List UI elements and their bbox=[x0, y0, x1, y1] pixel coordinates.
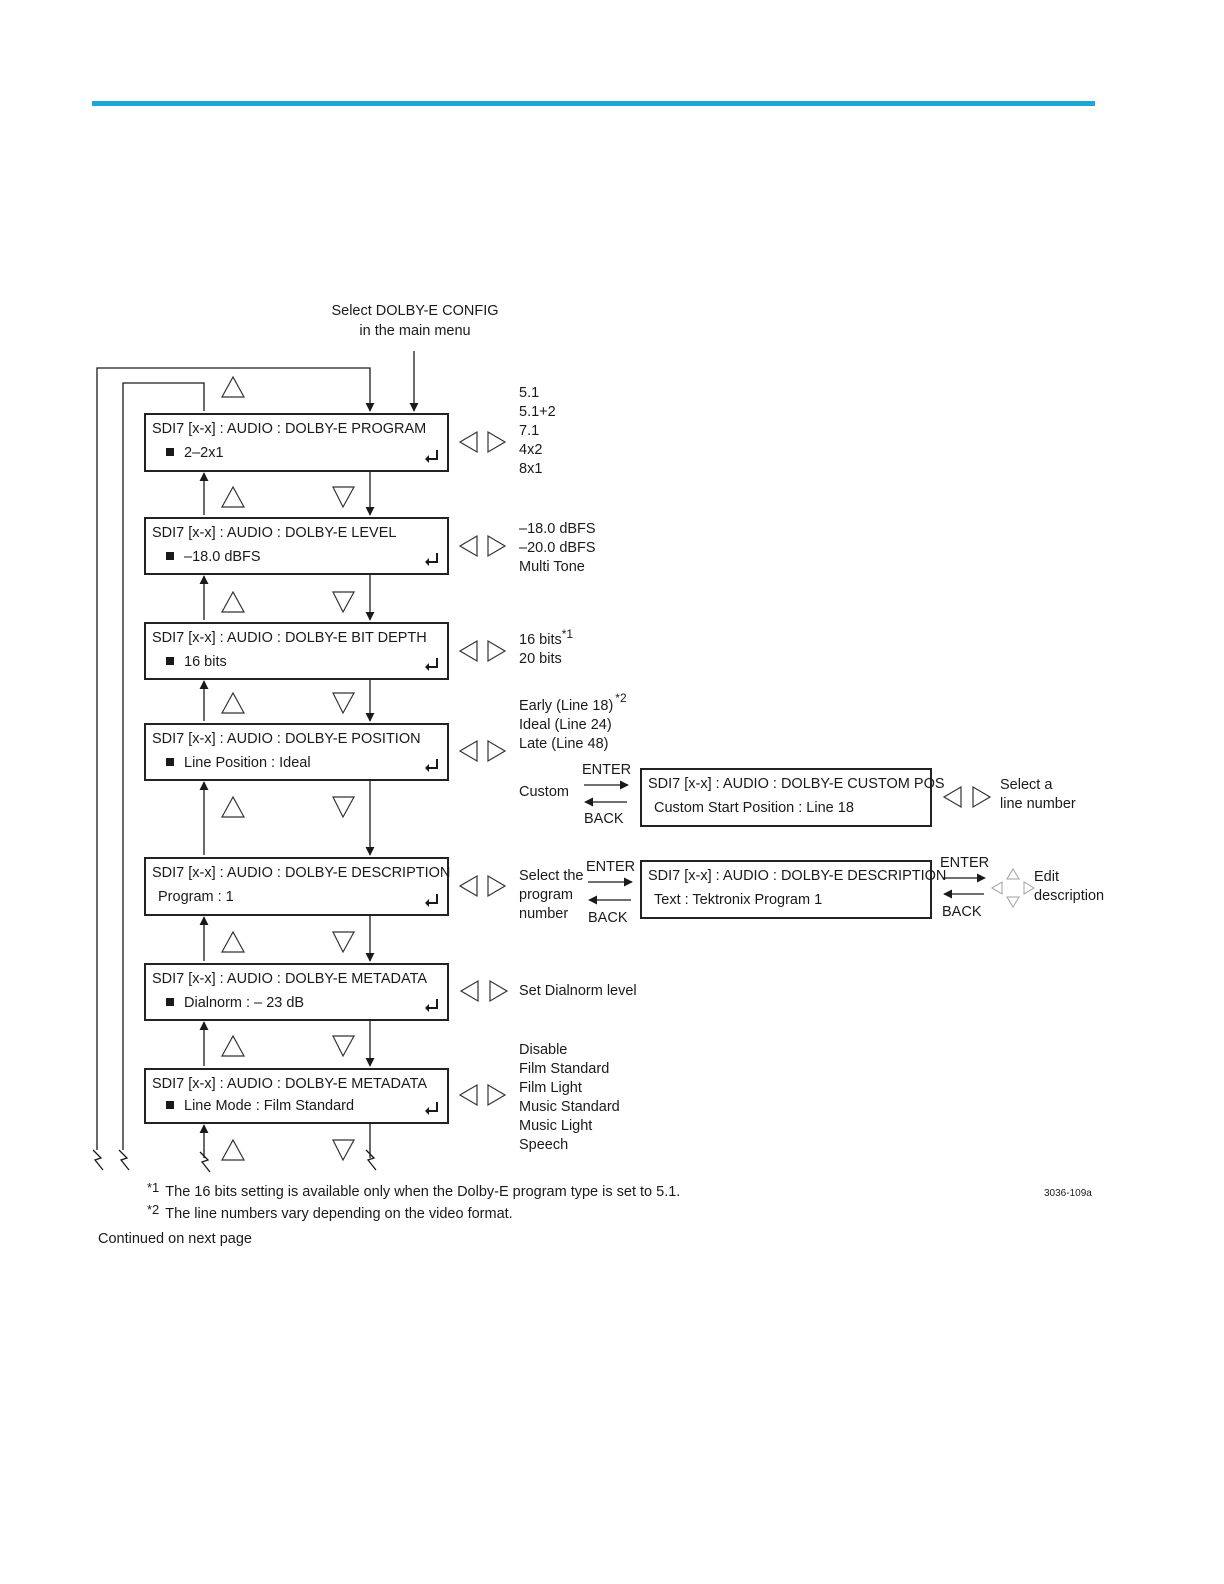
bullet-icon bbox=[166, 448, 174, 456]
option-item: Late (Line 48) bbox=[519, 736, 609, 752]
submenu-custom-pos[interactable]: SDI7 [x-x] : AUDIO : DOLBY-E CUSTOM POS … bbox=[640, 768, 945, 827]
start-note: Select DOLBY-E CONFIG in the main menu bbox=[330, 302, 500, 341]
menu-value: Line Mode : Film Standard bbox=[184, 1098, 355, 1114]
option-item: 16 bits bbox=[519, 632, 562, 648]
enter-icon bbox=[425, 1102, 438, 1115]
menu-value: Program : 1 bbox=[158, 889, 234, 905]
bit-depth-options: 16 bits*1 20 bits bbox=[519, 627, 573, 669]
submenu-value: Custom Start Position : Line 18 bbox=[654, 800, 854, 816]
option-item: 8x1 bbox=[519, 461, 543, 477]
menu-dolby-e-metadata-line-mode[interactable]: SDI7 [x-x] : AUDIO : DOLBY-E METADATA Li… bbox=[144, 1068, 449, 1124]
option-item: 4x2 bbox=[519, 442, 543, 458]
option-item: Film Light bbox=[519, 1080, 582, 1096]
footnote-mark: *2 bbox=[147, 1202, 160, 1217]
option-item: –18.0 dBFS bbox=[519, 521, 596, 537]
menu-title: SDI7 [x-x] : AUDIO : DOLBY-E POSITION bbox=[152, 731, 421, 747]
note-line: number bbox=[519, 906, 569, 922]
enter-icon bbox=[425, 553, 438, 566]
dialnorm-note: Set Dialnorm level bbox=[519, 983, 637, 999]
option-item: Early (Line 18) bbox=[519, 698, 614, 714]
custom-option: Custom bbox=[519, 784, 569, 800]
enter-label: ENTER bbox=[940, 855, 990, 871]
option-item: Speech bbox=[519, 1137, 569, 1153]
menu-dolby-e-metadata-dialnorm[interactable]: SDI7 [x-x] : AUDIO : DOLBY-E METADATA Di… bbox=[144, 963, 449, 1021]
enter-icon bbox=[425, 658, 438, 671]
footnote-text: The 16 bits setting is available only wh… bbox=[165, 1184, 681, 1200]
note-line: Select a bbox=[1000, 777, 1053, 793]
line-mode-options: Disable Film Standard Film Light Music S… bbox=[519, 1041, 620, 1155]
option-item: Music Standard bbox=[519, 1099, 620, 1115]
menu-value: 16 bits bbox=[184, 654, 227, 670]
submenu-title: SDI7 [x-x] : AUDIO : DOLBY-E DESCRIPTION bbox=[648, 868, 947, 884]
option-item: –20.0 dBFS bbox=[519, 540, 596, 556]
back-label: BACK bbox=[584, 811, 624, 827]
menu-title: SDI7 [x-x] : AUDIO : DOLBY-E BIT DEPTH bbox=[152, 630, 427, 646]
option-item: 5.1+2 bbox=[519, 404, 556, 420]
note-line: Select the bbox=[519, 868, 584, 884]
option-item: 5.1 bbox=[519, 385, 540, 401]
menu-value: –18.0 dBFS bbox=[184, 549, 261, 565]
back-label: BACK bbox=[942, 904, 982, 920]
option-item: Multi Tone bbox=[519, 559, 585, 575]
level-options: –18.0 dBFS –20.0 dBFS Multi Tone bbox=[519, 520, 596, 577]
option-item: Disable bbox=[519, 1042, 568, 1058]
note-line: Edit bbox=[1034, 869, 1059, 885]
note-line: description bbox=[1034, 888, 1105, 904]
description-options: Select the program number bbox=[519, 867, 584, 924]
enter-icon bbox=[425, 759, 438, 772]
footnote-mark: *1 bbox=[147, 1180, 160, 1195]
bullet-icon bbox=[166, 758, 174, 766]
option-item: Ideal (Line 24) bbox=[519, 717, 612, 733]
note-line: program bbox=[519, 887, 573, 903]
menu-dolby-e-program[interactable]: SDI7 [x-x] : AUDIO : DOLBY-E PROGRAM 2–2… bbox=[144, 413, 449, 472]
menu-value: 2–2x1 bbox=[184, 445, 224, 461]
bullet-icon bbox=[166, 657, 174, 665]
menu-dolby-e-level[interactable]: SDI7 [x-x] : AUDIO : DOLBY-E LEVEL –18.0… bbox=[144, 517, 449, 575]
select-line-note: Select a line number bbox=[1000, 776, 1076, 814]
menu-title: SDI7 [x-x] : AUDIO : DOLBY-E PROGRAM bbox=[152, 421, 427, 437]
enter-label: ENTER bbox=[586, 859, 636, 875]
start-note-line-1: Select DOLBY-E CONFIG bbox=[331, 303, 499, 319]
menu-title: SDI7 [x-x] : AUDIO : DOLBY-E METADATA bbox=[152, 971, 428, 987]
edit-description-note: Edit description bbox=[1034, 868, 1104, 906]
figure-id: 3036-109a bbox=[1044, 1188, 1092, 1199]
back-label: BACK bbox=[588, 910, 628, 926]
option-item: Music Light bbox=[519, 1118, 593, 1134]
footnote-text: The line numbers vary depending on the v… bbox=[165, 1206, 513, 1222]
note-line: line number bbox=[1000, 796, 1076, 812]
menu-title: SDI7 [x-x] : AUDIO : DOLBY-E DESCRIPTION bbox=[152, 865, 451, 881]
submenu-title: SDI7 [x-x] : AUDIO : DOLBY-E CUSTOM POS bbox=[648, 776, 945, 792]
bullet-icon bbox=[166, 552, 174, 560]
option-item: 20 bits bbox=[519, 651, 562, 667]
bullet-icon bbox=[166, 1101, 174, 1109]
program-options: 5.1 5.1+2 7.1 4x2 8x1 bbox=[519, 384, 556, 479]
menu-dolby-e-bit-depth[interactable]: SDI7 [x-x] : AUDIO : DOLBY-E BIT DEPTH 1… bbox=[144, 622, 449, 680]
submenu-description[interactable]: SDI7 [x-x] : AUDIO : DOLBY-E DESCRIPTION… bbox=[640, 860, 946, 919]
menu-value: Dialnorm : – 23 dB bbox=[184, 995, 305, 1011]
submenu-value: Text : Tektronix Program 1 bbox=[654, 892, 823, 908]
bullet-icon bbox=[166, 998, 174, 1006]
header-accent-rule bbox=[92, 101, 1095, 106]
menu-dolby-e-description[interactable]: SDI7 [x-x] : AUDIO : DOLBY-E DESCRIPTION… bbox=[144, 857, 451, 916]
enter-icon bbox=[425, 894, 438, 907]
footnote-mark: *1 bbox=[561, 627, 574, 641]
enter-icon bbox=[425, 999, 438, 1012]
menu-title: SDI7 [x-x] : AUDIO : DOLBY-E METADATA bbox=[152, 1076, 428, 1092]
enter-label: ENTER bbox=[582, 762, 632, 778]
footnote-1: *1 The 16 bits setting is available only … bbox=[147, 1180, 681, 1200]
position-options: Early (Line 18)*2 Ideal (Line 24) Late (… bbox=[519, 691, 627, 754]
footnote-2: *2 The line numbers vary depending on the… bbox=[147, 1202, 513, 1222]
menu-title: SDI7 [x-x] : AUDIO : DOLBY-E LEVEL bbox=[152, 525, 397, 541]
option-item: Film Standard bbox=[519, 1061, 610, 1077]
option-item: 7.1 bbox=[519, 423, 540, 439]
enter-icon bbox=[425, 450, 438, 463]
footnote-mark: *2 bbox=[615, 691, 627, 705]
menu-value: Line Position : Ideal bbox=[184, 755, 311, 771]
start-note-line-2: in the main menu bbox=[359, 323, 471, 339]
menu-dolby-e-position[interactable]: SDI7 [x-x] : AUDIO : DOLBY-E POSITION Li… bbox=[144, 723, 449, 781]
continued-note: Continued on next page bbox=[98, 1231, 252, 1247]
